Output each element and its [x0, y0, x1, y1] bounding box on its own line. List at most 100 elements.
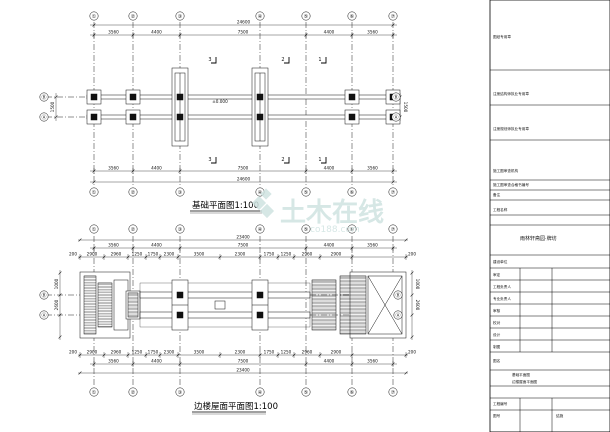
- p2-axis-top-4-label: ⑤: [304, 227, 308, 233]
- title-block-row-16: 图名: [493, 358, 501, 363]
- p1-axis-top-0: [89, 11, 99, 21]
- title-block-row-21: 结施: [556, 413, 564, 418]
- p2-side-dim-0: 1000: [54, 278, 59, 289]
- p2-axis-left-0: [39, 290, 49, 300]
- p2-axis-bottom-2-label: ③: [178, 390, 182, 396]
- p1-axis-right-0-label: Ⓑ: [393, 94, 398, 101]
- p2-axis-bottom-3: [255, 387, 265, 397]
- p1-axis-top-2-label: ③: [178, 14, 182, 20]
- title-block-row-1: 注册结构师执业专用章: [493, 91, 529, 96]
- p2-detail-top-5: 3500: [194, 252, 205, 257]
- p2-axis-right-1-label: Ⓐ: [395, 312, 400, 319]
- title-block-row-2: 注册规划师执业专用章: [493, 126, 529, 131]
- p2-post-a-0: [176, 311, 184, 319]
- p2-edge-top-l: 200: [69, 252, 77, 257]
- watermark-logo-icon: [251, 188, 275, 219]
- p1-axis-top-1: [128, 11, 138, 21]
- p1-dims-top-label-4: 3560: [367, 29, 378, 34]
- title-block-row-13: 校对: [493, 320, 501, 325]
- p1-axis-bottom-0: [89, 187, 99, 197]
- title-block: 图纸专用章注册结构师执业专用章注册规划师执业专用章施工图审查机构施工图审查合格书…: [489, 0, 610, 432]
- p2-axis-top-3: [255, 224, 265, 234]
- p1-level-mark: ±0.000: [212, 99, 228, 104]
- p1-dims-top-label-1: 4400: [151, 29, 162, 34]
- p1-main-col-b-1: [256, 93, 264, 101]
- title-block-row-3: 施工图审查机构: [493, 168, 519, 173]
- title-block-row-8: 建设单位: [493, 259, 508, 264]
- p2-detail-bottom-8: 1250: [281, 350, 292, 355]
- p2-axis-top-6: [388, 224, 398, 234]
- p1-main-col-a-0: [176, 113, 184, 121]
- p2-detail-bottom-5: 3500: [194, 350, 205, 355]
- p1-axis-right-1-label: Ⓐ: [393, 114, 398, 121]
- p1-axis-bottom-1-label: ②: [131, 190, 136, 196]
- p2-axis-top-0: [89, 224, 99, 234]
- p1-section-mark-label-1: 2: [281, 57, 284, 63]
- p2-detail-bottom-1: 2960: [111, 350, 122, 355]
- p2-right-roof-hatch-inner: [311, 279, 337, 331]
- p2-axis-top-4: [301, 224, 311, 234]
- p2-right-roof-hatch-mid: [339, 275, 367, 335]
- p1-axis-bottom-3-label: ④: [258, 190, 263, 196]
- title-block-row-9: 审定: [493, 272, 501, 277]
- p1-axis-top-6: [388, 11, 398, 21]
- p2-side-dim-r0: 1000: [415, 279, 420, 290]
- p2-dims-bottom-label-3: 4400: [324, 358, 335, 363]
- p1-total-bottom: 24600: [237, 176, 251, 181]
- p2-axis-top-3-label: ④: [258, 227, 263, 233]
- p2-dims-top-label-4: 3560: [367, 242, 378, 247]
- p2-side-dim-r1: 2600: [415, 300, 420, 311]
- p1-axis-bottom-2-label: ③: [178, 190, 182, 196]
- p1-column-1-0: [129, 93, 137, 101]
- p2-axis-bottom-3-label: ④: [258, 390, 263, 396]
- p2-detail-top-7: 1750: [264, 252, 275, 257]
- p2-dims-top-label-1: 4400: [151, 242, 162, 247]
- p1-axis-top-3-label: ④: [258, 14, 263, 20]
- p2-side-dim-1: 2600: [54, 299, 59, 310]
- title-block-row-4: 施工图审查合格书编号: [493, 182, 529, 187]
- p1-section-mark-label-3: 3: [208, 157, 211, 163]
- p2-edge-bottom-l: 200: [69, 350, 77, 355]
- p2-axis-bottom-6: [388, 387, 398, 397]
- p2-axis-top-5-label: ⑥: [350, 227, 355, 233]
- p1-dims-bottom-label-0: 3560: [108, 165, 119, 170]
- p1-column-2-1: [348, 113, 356, 121]
- p1-side-dim: 1500: [50, 101, 55, 112]
- p1-section-mark-label-2: 1: [318, 57, 321, 63]
- p1-axis-bottom-1: [128, 187, 138, 197]
- p2-left-roof-hatch-mid: [97, 282, 113, 328]
- p2-detail-bottom-4: 2300: [164, 350, 175, 355]
- watermark: 土木在线 co188.com: [251, 188, 384, 235]
- p2-right-roof: [311, 271, 407, 339]
- p2-axis-top-6-label: ⑦: [391, 227, 396, 233]
- p2-axis-right-0-label: Ⓑ: [395, 292, 400, 299]
- p2-axis-top-2-label: ③: [178, 227, 182, 233]
- p1-axis-right-1: [391, 112, 401, 122]
- p2-axis-left-1: [39, 310, 49, 320]
- p2-post-b-1: [256, 291, 264, 299]
- p2-detail-bottom-9: 2960: [302, 350, 313, 355]
- p2-axis-bottom-6-label: ⑦: [391, 390, 396, 396]
- p1-axis-bottom-2: [175, 187, 185, 197]
- p1-axis-top-4-label: ⑤: [304, 14, 308, 20]
- p1-dims-top-label-3: 4400: [324, 29, 335, 34]
- p2-axis-right-0: [393, 290, 403, 300]
- p1-main-col-b-0: [176, 93, 184, 101]
- p1-column-2-0: [348, 93, 356, 101]
- p2-detail-bottom-3: 1750: [148, 350, 159, 355]
- p2-beam-a: [139, 311, 311, 319]
- p1-axis-left-1: [39, 112, 49, 122]
- p2-axis-top-1: [128, 224, 138, 234]
- p1-section-mark-2: [321, 57, 327, 64]
- p2-dims-top-label-0: 3560: [108, 242, 119, 247]
- title-block-row-12: 审核: [493, 308, 501, 313]
- p1-section-mark-label-0: 3: [208, 57, 211, 63]
- p2-axis-bottom-0: [89, 387, 99, 397]
- p1-axis-bottom-6-label: ⑦: [391, 190, 396, 196]
- p1-section-mark-0: [211, 57, 217, 64]
- p2-total-bottom: 23400: [236, 367, 250, 372]
- p1-dims-bottom-label-3: 4400: [324, 165, 335, 170]
- p2-axis-top-1-label: ②: [131, 227, 136, 233]
